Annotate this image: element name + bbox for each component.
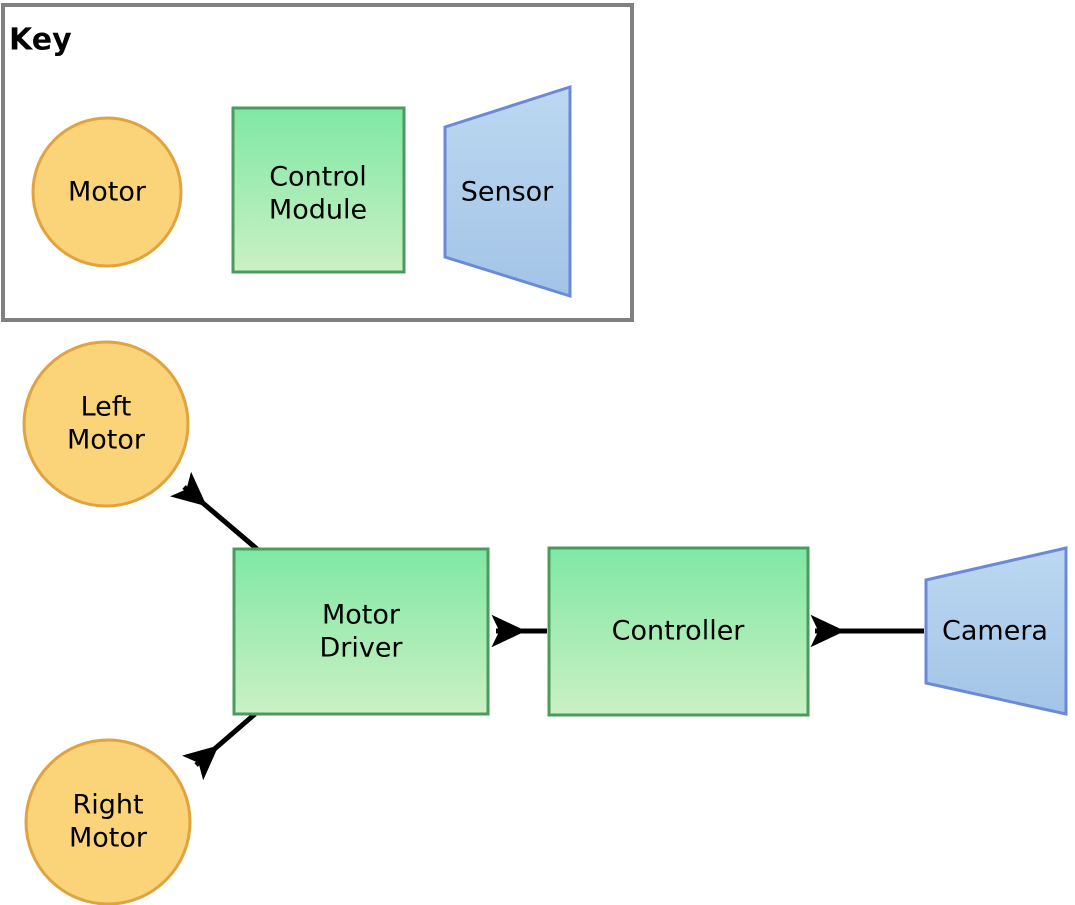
key-panel: Key Motor Control Module Sensor — [1, 3, 634, 322]
left-motor-label-line1: Left — [81, 392, 132, 423]
key-item-sensor: Sensor — [443, 84, 572, 299]
left-motor-circle[interactable] — [22, 340, 190, 508]
node-camera[interactable]: Camera — [924, 546, 1068, 716]
edge-motor-driver-to-right-motor — [182, 712, 257, 781]
motor-driver-label-line1: Motor — [322, 600, 401, 631]
camera-trapezoid[interactable] — [924, 546, 1068, 716]
controller-rect[interactable] — [547, 546, 810, 717]
left-motor-label-line2: Motor — [67, 425, 146, 456]
key-control-module-label-line2: Module — [269, 195, 367, 226]
node-controller[interactable]: Controller — [547, 546, 810, 717]
motor-driver-label-line2: Driver — [319, 633, 403, 664]
key-control-module-label-line1: Control — [269, 162, 367, 193]
right-motor-label-line1: Right — [72, 790, 143, 821]
node-right-motor[interactable]: Right Motor — [24, 738, 192, 905]
node-motor-driver[interactable]: Motor Driver — [232, 547, 490, 716]
key-sensor-trapezoid — [443, 84, 572, 299]
key-motor-label: Motor — [68, 177, 147, 208]
right-motor-label-line2: Motor — [69, 823, 148, 854]
key-control-module-rect — [231, 106, 406, 274]
right-motor-circle[interactable] — [24, 738, 192, 905]
key-motor-circle — [31, 116, 183, 268]
node-left-motor[interactable]: Left Motor — [22, 340, 190, 508]
key-sensor-label: Sensor — [461, 177, 554, 208]
key-title: Key — [9, 23, 72, 58]
motor-driver-rect[interactable] — [232, 547, 490, 716]
camera-label: Camera — [942, 616, 1048, 647]
edge-motor-driver-to-left-motor — [170, 471, 259, 551]
key-item-motor: Motor — [31, 116, 183, 268]
controller-label: Controller — [612, 616, 746, 647]
key-item-control-module: Control Module — [231, 106, 406, 274]
